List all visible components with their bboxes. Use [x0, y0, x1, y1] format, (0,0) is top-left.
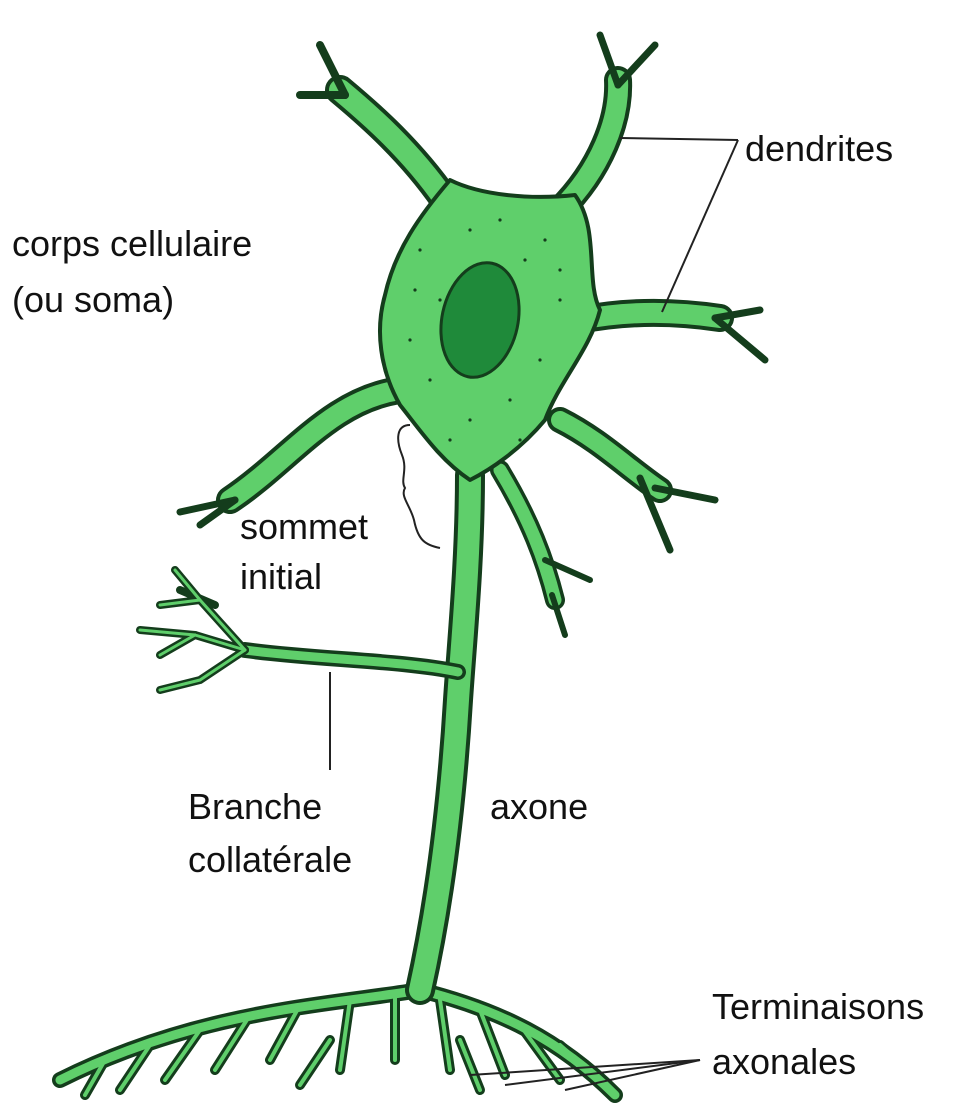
- label-terminals-line2: axonales: [712, 1040, 856, 1084]
- label-dendrites: dendrites: [745, 127, 893, 171]
- label-axon: axone: [490, 785, 588, 829]
- label-soma-line2: (ou soma): [12, 278, 174, 322]
- axon: [420, 475, 470, 990]
- label-collateral-line1: Branche: [188, 785, 322, 829]
- label-soma-line1: corps cellulaire: [12, 222, 252, 266]
- label-terminals-line1: Terminaisons: [712, 985, 924, 1029]
- label-initial-line1: sommet: [240, 505, 368, 549]
- label-collateral-line2: collatérale: [188, 838, 352, 882]
- axon-terminals: [60, 990, 615, 1095]
- label-initial-line2: initial: [240, 555, 322, 599]
